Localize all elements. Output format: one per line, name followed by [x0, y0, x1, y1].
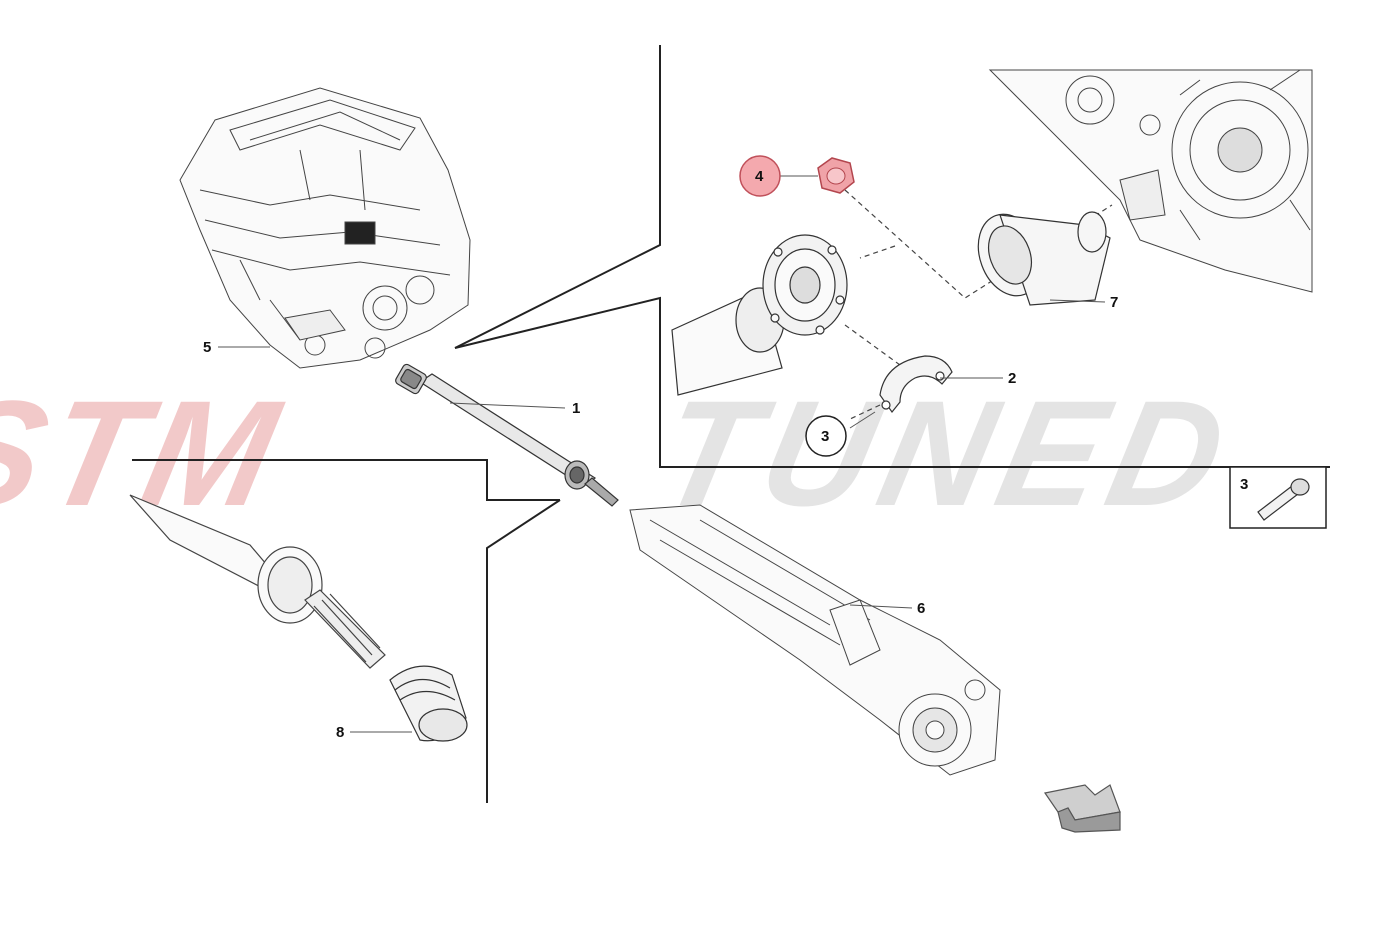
- callout-4-circle: [739, 155, 781, 197]
- dashed-assembly-lines: [844, 189, 1113, 421]
- nut-part[interactable]: [817, 157, 855, 194]
- callout-2: 2: [1008, 370, 1016, 387]
- callout-8: 8: [336, 724, 344, 741]
- protective-boot-drawing[interactable]: [389, 665, 468, 742]
- flange-cover-drawing[interactable]: [967, 205, 1111, 306]
- callout-4: 4: [755, 168, 764, 185]
- callout-1: 1: [572, 400, 580, 417]
- callout-3: 3: [821, 428, 829, 445]
- callout-labels: 1 2 3 4 5 6 7 8: [203, 155, 1118, 741]
- callout-7: 7: [1110, 294, 1118, 311]
- engine-drawing[interactable]: [179, 87, 471, 369]
- watermark: STM TUNED: [0, 371, 1248, 538]
- bolt-icon: [1257, 478, 1310, 521]
- clamp-plate-drawing[interactable]: [879, 355, 953, 413]
- propeller-shaft-drawing[interactable]: [394, 363, 619, 507]
- callout-3-circle: [805, 415, 847, 457]
- driveshaft-flange-drawing[interactable]: [671, 234, 848, 396]
- leader-lines: [218, 175, 1106, 733]
- transmission-housing-drawing[interactable]: [988, 69, 1313, 293]
- shaft-end-detail-drawing[interactable]: [129, 494, 386, 669]
- callout-6: 6: [917, 600, 925, 617]
- callout-5: 5: [203, 339, 211, 356]
- direction-arrow-icon: [1043, 784, 1121, 833]
- watermark-right: TUNED: [646, 371, 1248, 538]
- bolt-inset-number: 3: [1240, 476, 1248, 493]
- bolt-inset-box[interactable]: 3: [1229, 466, 1327, 529]
- front-axle-drawing[interactable]: [629, 504, 1001, 776]
- zoom-frame-lines: [132, 45, 1330, 803]
